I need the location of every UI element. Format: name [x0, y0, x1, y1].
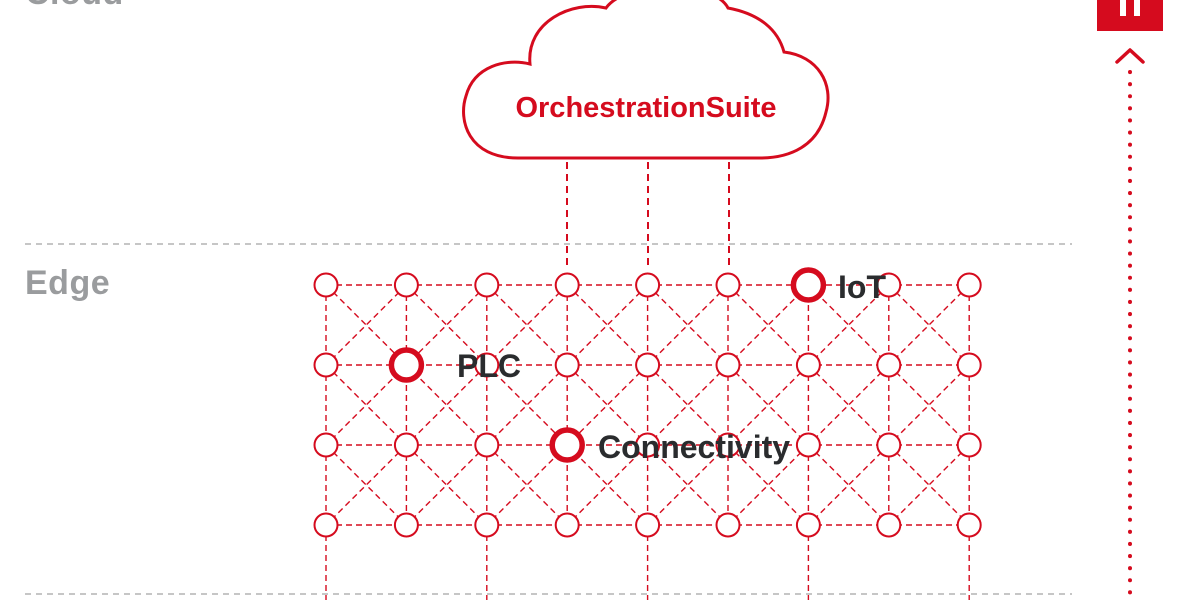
network-node	[795, 512, 821, 538]
grid-link-diagonal	[727, 444, 809, 526]
network-node	[956, 272, 982, 298]
grid-link-diagonal	[647, 284, 729, 366]
grid-link-diagonal	[325, 444, 407, 526]
grid-link-diagonal	[807, 364, 890, 446]
grid-link-diagonal	[486, 284, 568, 366]
grid-link-diagonal	[566, 364, 649, 446]
cloud-shape	[462, 0, 830, 160]
network-node	[474, 512, 500, 538]
grid-link-diagonal	[647, 284, 729, 366]
network-node	[876, 352, 902, 378]
network-node	[715, 272, 741, 298]
network-node	[393, 512, 419, 538]
network-node	[795, 352, 821, 378]
grid-link-diagonal	[888, 444, 970, 526]
grid-link-diagonal	[486, 364, 568, 446]
network-node	[474, 352, 500, 378]
network-node	[635, 432, 661, 458]
grid-link-diagonal	[486, 284, 568, 366]
grid-link-diagonal	[888, 364, 970, 446]
network-node	[715, 352, 741, 378]
network-node	[474, 432, 500, 458]
grid-link-diagonal	[807, 364, 890, 446]
grid-link-diagonal	[566, 364, 649, 446]
grid-link-diagonal	[647, 444, 729, 526]
grid-link-diagonal	[807, 444, 890, 526]
network-node	[635, 512, 661, 538]
network-node	[393, 432, 419, 458]
edge-layer-label: Edge	[25, 264, 111, 302]
network-node	[554, 512, 580, 538]
grid-link-diagonal	[405, 364, 488, 446]
flag-badge-icon	[1097, 0, 1163, 31]
network-node	[715, 512, 741, 538]
network-node	[876, 432, 902, 458]
network-node	[876, 272, 902, 298]
feature-label-connectivity: Connectivity	[598, 429, 790, 465]
grid-link-diagonal	[486, 364, 568, 446]
network-node	[313, 432, 339, 458]
grid-link-diagonal	[566, 444, 649, 526]
feature-label-iot: IoT	[838, 269, 886, 305]
network-node	[956, 432, 982, 458]
network-node	[313, 352, 339, 378]
network-node	[635, 352, 661, 378]
feature-label-plc: PLC	[457, 348, 521, 384]
network-node	[313, 272, 339, 298]
featured-node	[549, 427, 585, 463]
cloud-title: OrchestrationSuite	[515, 92, 776, 124]
grid-link-diagonal	[888, 284, 970, 366]
featured-node	[790, 267, 827, 303]
grid-link-diagonal	[325, 364, 407, 446]
grid-link-diagonal	[566, 284, 649, 366]
cloud-connectors	[566, 162, 730, 270]
grid-link-diagonal	[727, 284, 809, 366]
grid-link-diagonal	[486, 444, 568, 526]
grid-nodes	[313, 267, 982, 538]
network-node	[795, 432, 821, 458]
network-node	[554, 272, 580, 298]
grid-link-diagonal	[727, 284, 809, 366]
grid-link-diagonal	[888, 364, 970, 446]
grid-link-diagonal	[325, 284, 407, 366]
network-node	[876, 512, 902, 538]
grid-link-diagonal	[647, 364, 729, 446]
grid-link-diagonal	[807, 284, 890, 366]
grid-link-diagonal	[647, 444, 729, 526]
cloud-layer-label: Cloud	[25, 0, 124, 13]
network-node	[474, 272, 500, 298]
grid-link-diagonal	[405, 444, 488, 526]
network-node	[956, 512, 982, 538]
network-node	[635, 272, 661, 298]
grid-link-diagonal	[647, 364, 729, 446]
grid-link-diagonal	[405, 284, 488, 366]
network-node	[313, 512, 339, 538]
arrow-up-icon	[1115, 48, 1145, 64]
grid-link-diagonal	[888, 284, 970, 366]
network-node	[554, 352, 580, 378]
grid-link-diagonal	[566, 284, 649, 366]
grid-link-diagonal	[405, 444, 488, 526]
grid-link-diagonal	[727, 444, 809, 526]
grid-link-diagonal	[486, 444, 568, 526]
grid-link-diagonal	[888, 444, 970, 526]
network-node	[715, 432, 741, 458]
grid-link-diagonal	[566, 444, 649, 526]
grid-link-diagonal	[807, 444, 890, 526]
featured-node	[388, 347, 425, 383]
grid-link-diagonal	[807, 284, 890, 366]
network-node	[956, 352, 982, 378]
grid-link-diagonal	[727, 364, 809, 446]
grid-link-diagonal	[727, 364, 809, 446]
grid-link-diagonal	[405, 364, 488, 446]
grid-link-diagonal	[325, 444, 407, 526]
grid-link-diagonal	[325, 284, 407, 366]
network-node	[393, 272, 419, 298]
grid-link-diagonal	[405, 284, 488, 366]
grid-link-diagonal	[325, 364, 407, 446]
